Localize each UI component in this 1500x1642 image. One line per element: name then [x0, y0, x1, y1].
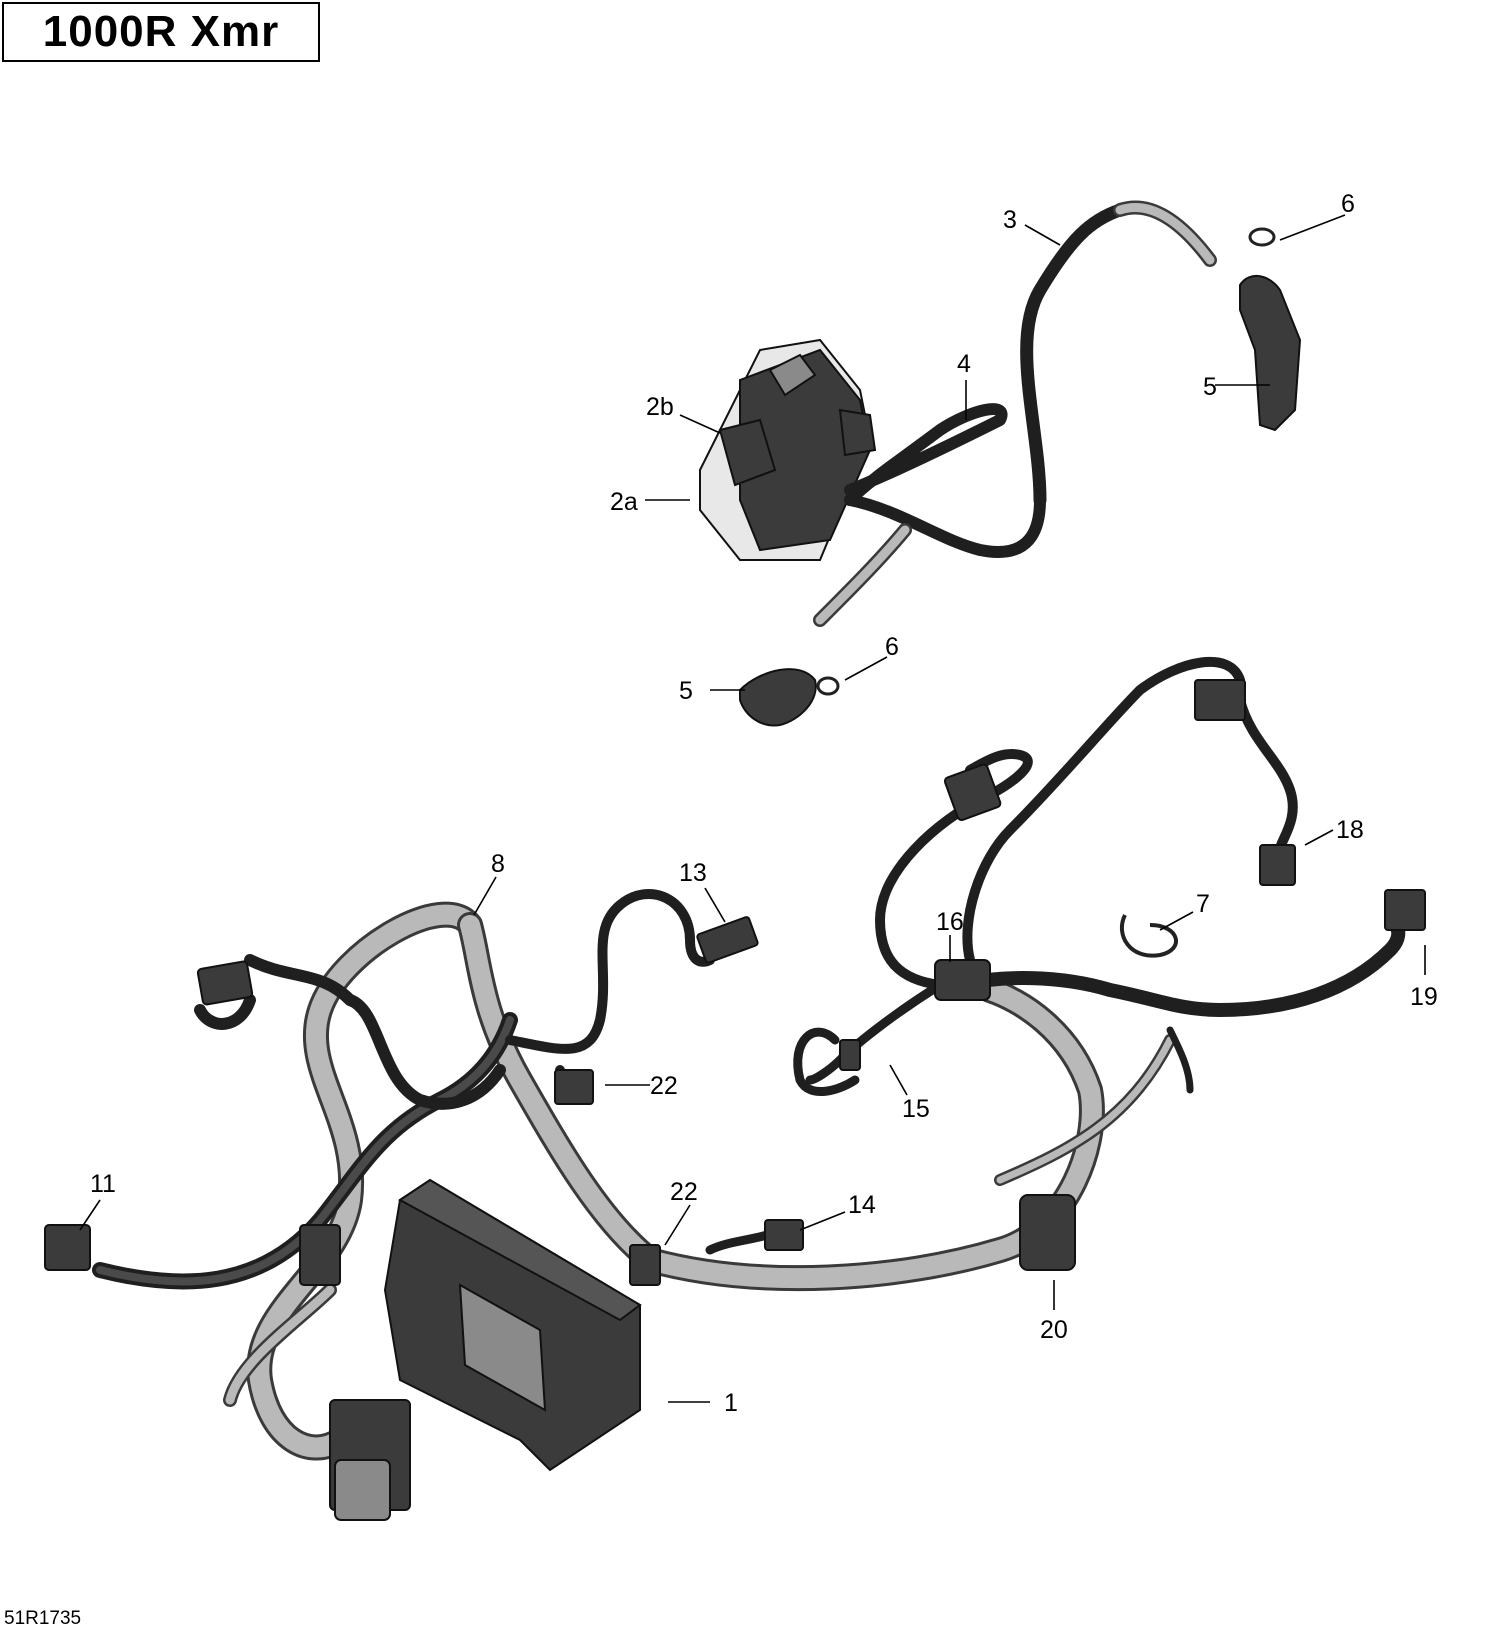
callout-14: 14 [848, 1191, 876, 1219]
spark-plug-cap-top [1239, 275, 1302, 432]
callout-18: 18 [1336, 816, 1364, 844]
callout-16: 16 [936, 908, 964, 936]
callout-6-top: 6 [1341, 190, 1355, 218]
callout-5-bottom: 5 [679, 677, 693, 705]
spring-clip-bottom [816, 676, 840, 696]
callouts: 1 2a 2b 3 4 5 5 6 6 7 8 11 13 14 15 16 1… [90, 190, 1438, 1417]
spring-clip-top [1248, 227, 1276, 247]
callout-2b: 2b [646, 393, 674, 421]
spark-plug-wire-3 [813, 200, 1217, 627]
ecm-module [383, 1178, 642, 1472]
ignition-coil [699, 338, 877, 561]
model-title: 1000R Xmr [42, 7, 280, 56]
callout-15: 15 [902, 1095, 930, 1123]
callout-22-lower: 22 [670, 1178, 698, 1206]
callout-11: 11 [90, 1170, 116, 1198]
connectors [44, 679, 1426, 1521]
callout-3: 3 [1003, 206, 1017, 234]
callout-13: 13 [679, 859, 707, 887]
harness-8 [223, 901, 1176, 1461]
callout-2a: 2a [610, 488, 638, 516]
callout-4: 4 [957, 350, 971, 378]
leader-lines [79, 214, 1426, 1403]
coil-wire-4 [844, 403, 1046, 558]
reference-code: 51R1735 [4, 1608, 82, 1629]
spark-plug-cap-bottom [739, 668, 817, 727]
callout-8: 8 [491, 850, 505, 878]
callout-1: 1 [724, 1389, 738, 1417]
harness-right [793, 656, 1406, 1097]
callout-6-bottom: 6 [885, 633, 899, 661]
callout-20: 20 [1040, 1316, 1068, 1344]
callout-22-upper: 22 [650, 1072, 678, 1100]
cable-tie [1119, 914, 1178, 958]
callout-7: 7 [1196, 890, 1210, 918]
callout-19: 19 [1410, 983, 1438, 1011]
callout-5-top: 5 [1203, 373, 1217, 401]
model-title-box: 1000R Xmr [2, 2, 320, 62]
